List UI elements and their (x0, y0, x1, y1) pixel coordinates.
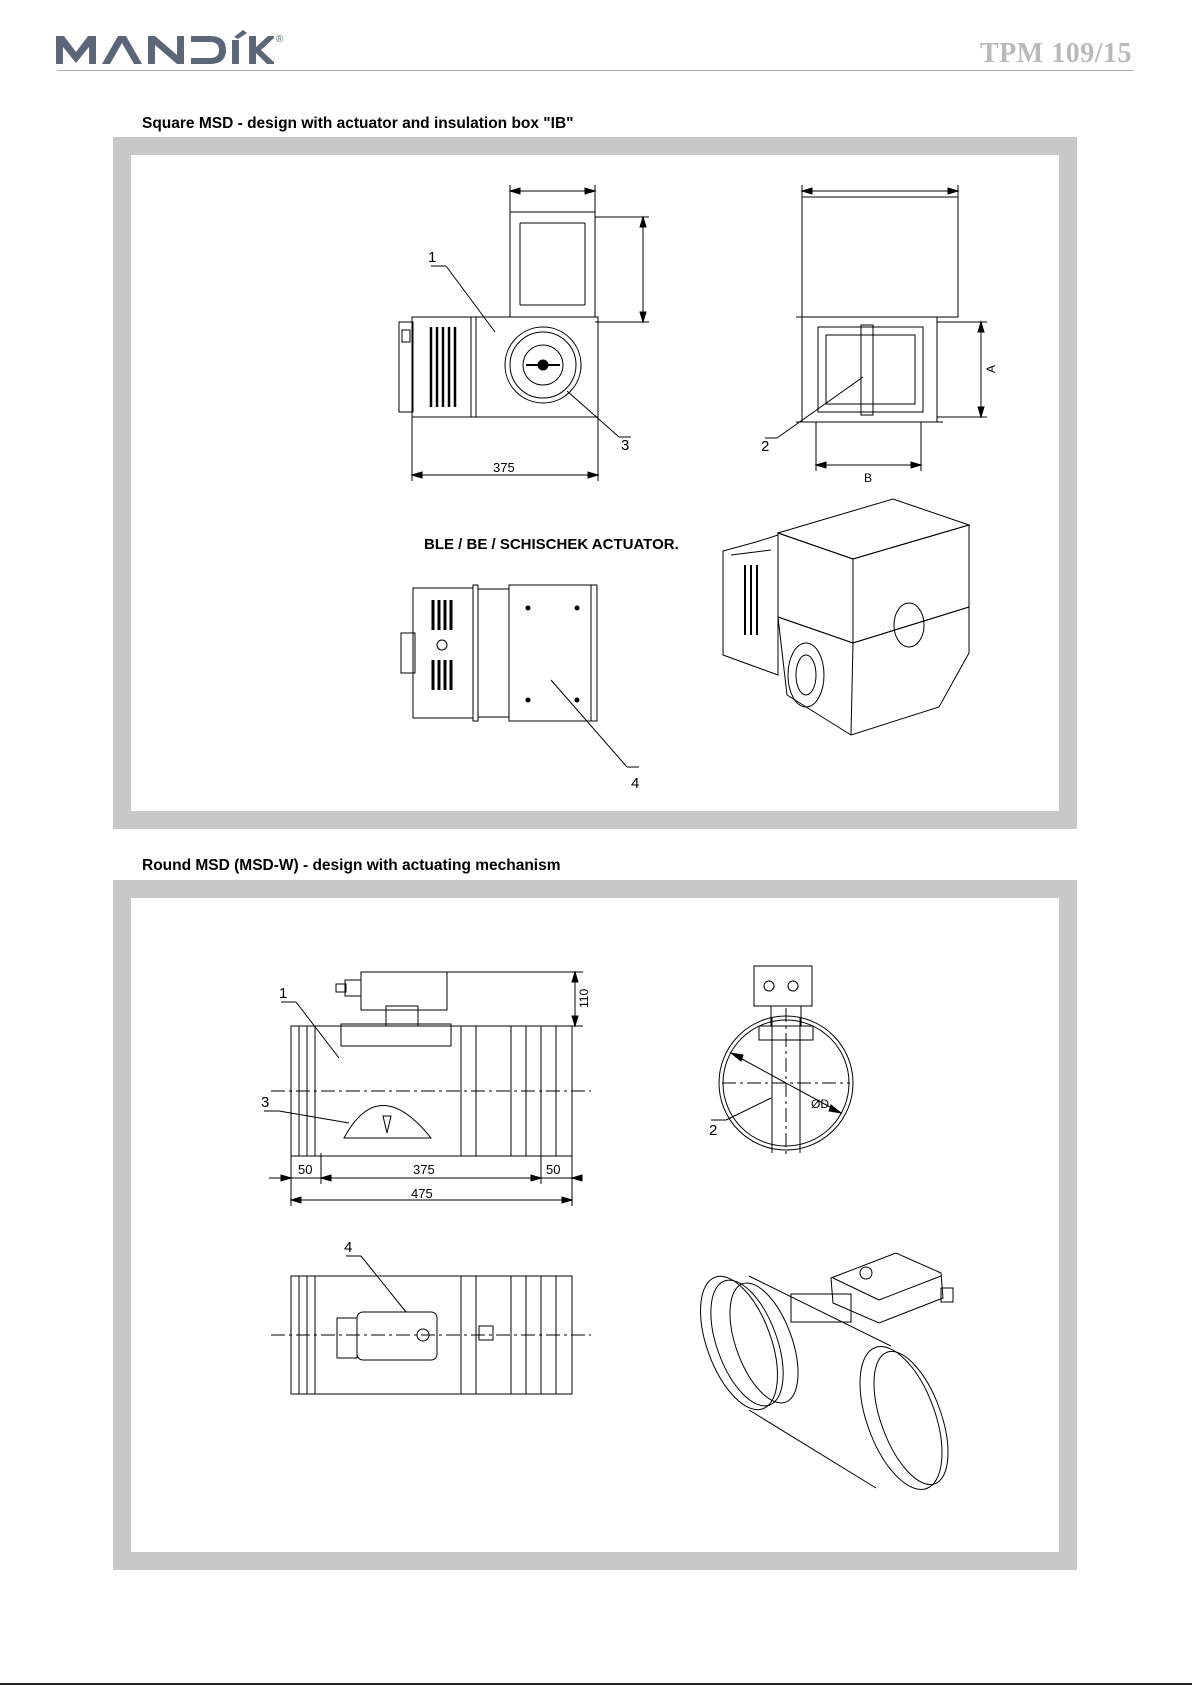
round-part-label-2: 2 (709, 1122, 717, 1139)
top-view (401, 585, 639, 767)
registered-mark: ® (276, 34, 283, 45)
header-divider (57, 70, 1134, 71)
dimension-110: 110 (577, 989, 591, 1008)
round-part-label-3: 3 (261, 1094, 269, 1111)
round-end-view (711, 966, 853, 1158)
dimension-a: A (984, 365, 998, 373)
dimension-375-round: 375 (413, 1162, 435, 1177)
mandik-logo-graphic (54, 30, 274, 66)
actuator-caption: BLE / BE / SCHISCHEK ACTUATOR. (424, 536, 679, 553)
part-label-1: 1 (428, 249, 436, 266)
document-code: TPM 109/15 (980, 38, 1132, 70)
drawing-area-round: 1 3 2 4 110 50 375 50 475 ØD (131, 898, 1059, 1552)
dimension-diameter: ØD (811, 1097, 829, 1111)
front-view (399, 185, 649, 481)
dimension-375: 375 (493, 460, 515, 475)
technical-drawing-round: 1 3 2 4 110 50 375 50 475 ØD (131, 898, 1059, 1552)
section-title-round: Round MSD (MSD-W) - design with actuatin… (142, 857, 561, 875)
round-top-view (271, 1256, 591, 1394)
round-isometric-view (685, 1253, 963, 1500)
drawing-panel-square: 1 3 2 4 375 A B BLE / BE / SCHISCHEK ACT… (113, 137, 1077, 829)
dimension-b: B (864, 471, 872, 485)
side-view (765, 185, 987, 471)
dimension-right-50: 50 (546, 1162, 560, 1177)
part-label-3: 3 (621, 437, 629, 454)
dimension-475: 475 (411, 1186, 433, 1201)
drawing-panel-round: 1 3 2 4 110 50 375 50 475 ØD (113, 880, 1077, 1570)
isometric-view (723, 499, 969, 735)
round-part-label-4: 4 (344, 1239, 352, 1256)
part-label-2: 2 (761, 438, 769, 455)
drawing-area-square: 1 3 2 4 375 A B BLE / BE / SCHISCHEK ACT… (131, 155, 1059, 811)
section-title-square: Square MSD - design with actuator and in… (142, 115, 574, 133)
technical-drawing-square: 1 3 2 4 375 A B (131, 155, 1059, 811)
company-logo (54, 30, 294, 70)
round-part-label-1: 1 (279, 985, 287, 1002)
part-label-4: 4 (631, 775, 639, 792)
dimension-left-50: 50 (298, 1162, 312, 1177)
